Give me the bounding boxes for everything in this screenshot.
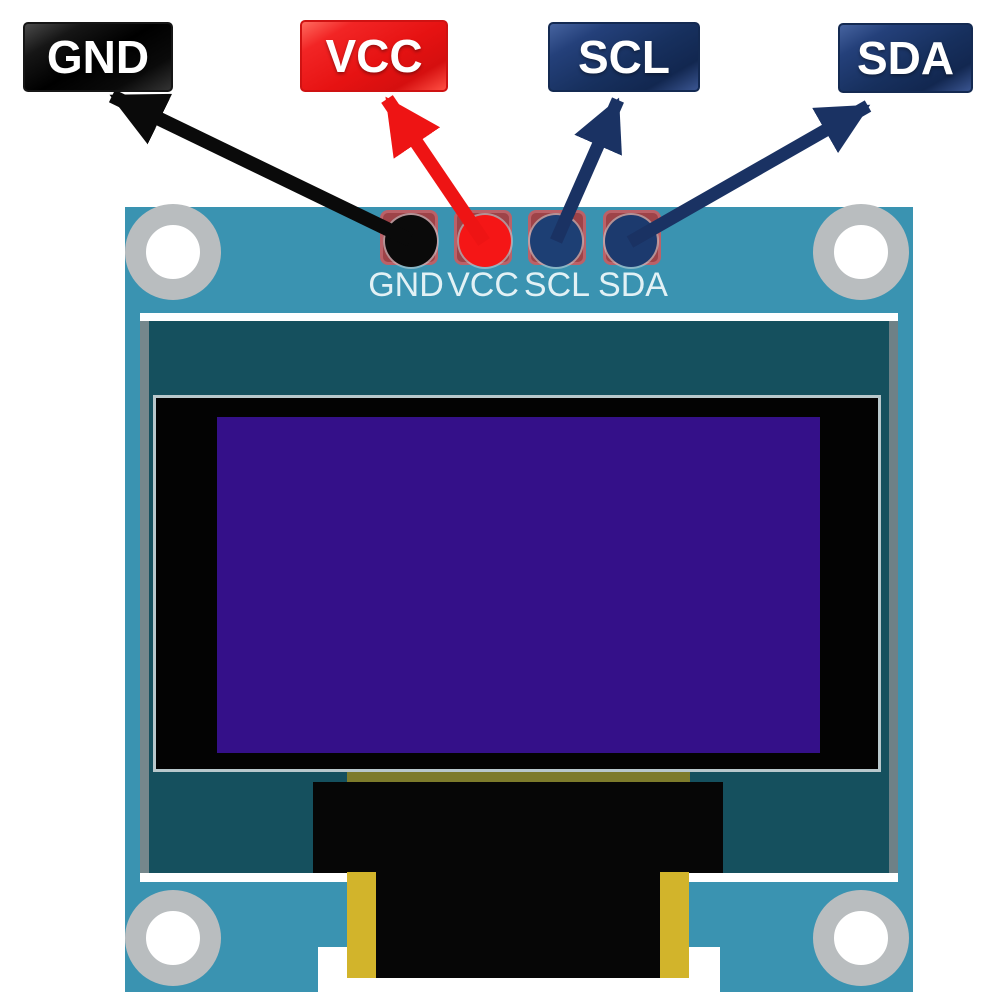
mounting-hole-bottom-right bbox=[813, 890, 909, 986]
recess-shadow-right bbox=[889, 321, 898, 873]
pin-dot-vcc bbox=[459, 215, 511, 267]
silkscreen-scl: SCL bbox=[523, 266, 591, 304]
silkscreen-gnd: GND bbox=[368, 266, 444, 304]
flex-cable-strip bbox=[347, 772, 690, 782]
callout-sda: SDA bbox=[838, 23, 973, 93]
callout-scl-label: SCL bbox=[578, 31, 670, 83]
silkscreen-vcc: VCC bbox=[447, 266, 519, 304]
recess-highlight-top bbox=[140, 313, 898, 321]
callout-gnd: GND bbox=[23, 22, 173, 92]
silkscreen-sda: SDA bbox=[598, 266, 668, 304]
callout-vcc-label: VCC bbox=[325, 30, 423, 82]
mounting-hole-top-left bbox=[125, 204, 221, 300]
callout-sda-label: SDA bbox=[856, 32, 955, 84]
pin-dot-gnd bbox=[385, 215, 437, 267]
connector-block bbox=[313, 782, 723, 873]
connector-gold-pad-left bbox=[347, 872, 376, 978]
oled-screen-glass bbox=[217, 417, 820, 753]
connector-gold-pad-right bbox=[660, 872, 689, 978]
callout-vcc: VCC bbox=[300, 20, 448, 92]
pin-dot-sda bbox=[605, 215, 657, 267]
callout-scl: SCL bbox=[548, 22, 700, 92]
pin-dot-scl bbox=[530, 215, 582, 267]
mounting-hole-bottom-left bbox=[125, 890, 221, 986]
connector-tab bbox=[375, 873, 660, 978]
mounting-hole-top-right bbox=[813, 204, 909, 300]
recess-shadow-left bbox=[140, 321, 149, 873]
callout-gnd-label: GND bbox=[46, 31, 150, 83]
